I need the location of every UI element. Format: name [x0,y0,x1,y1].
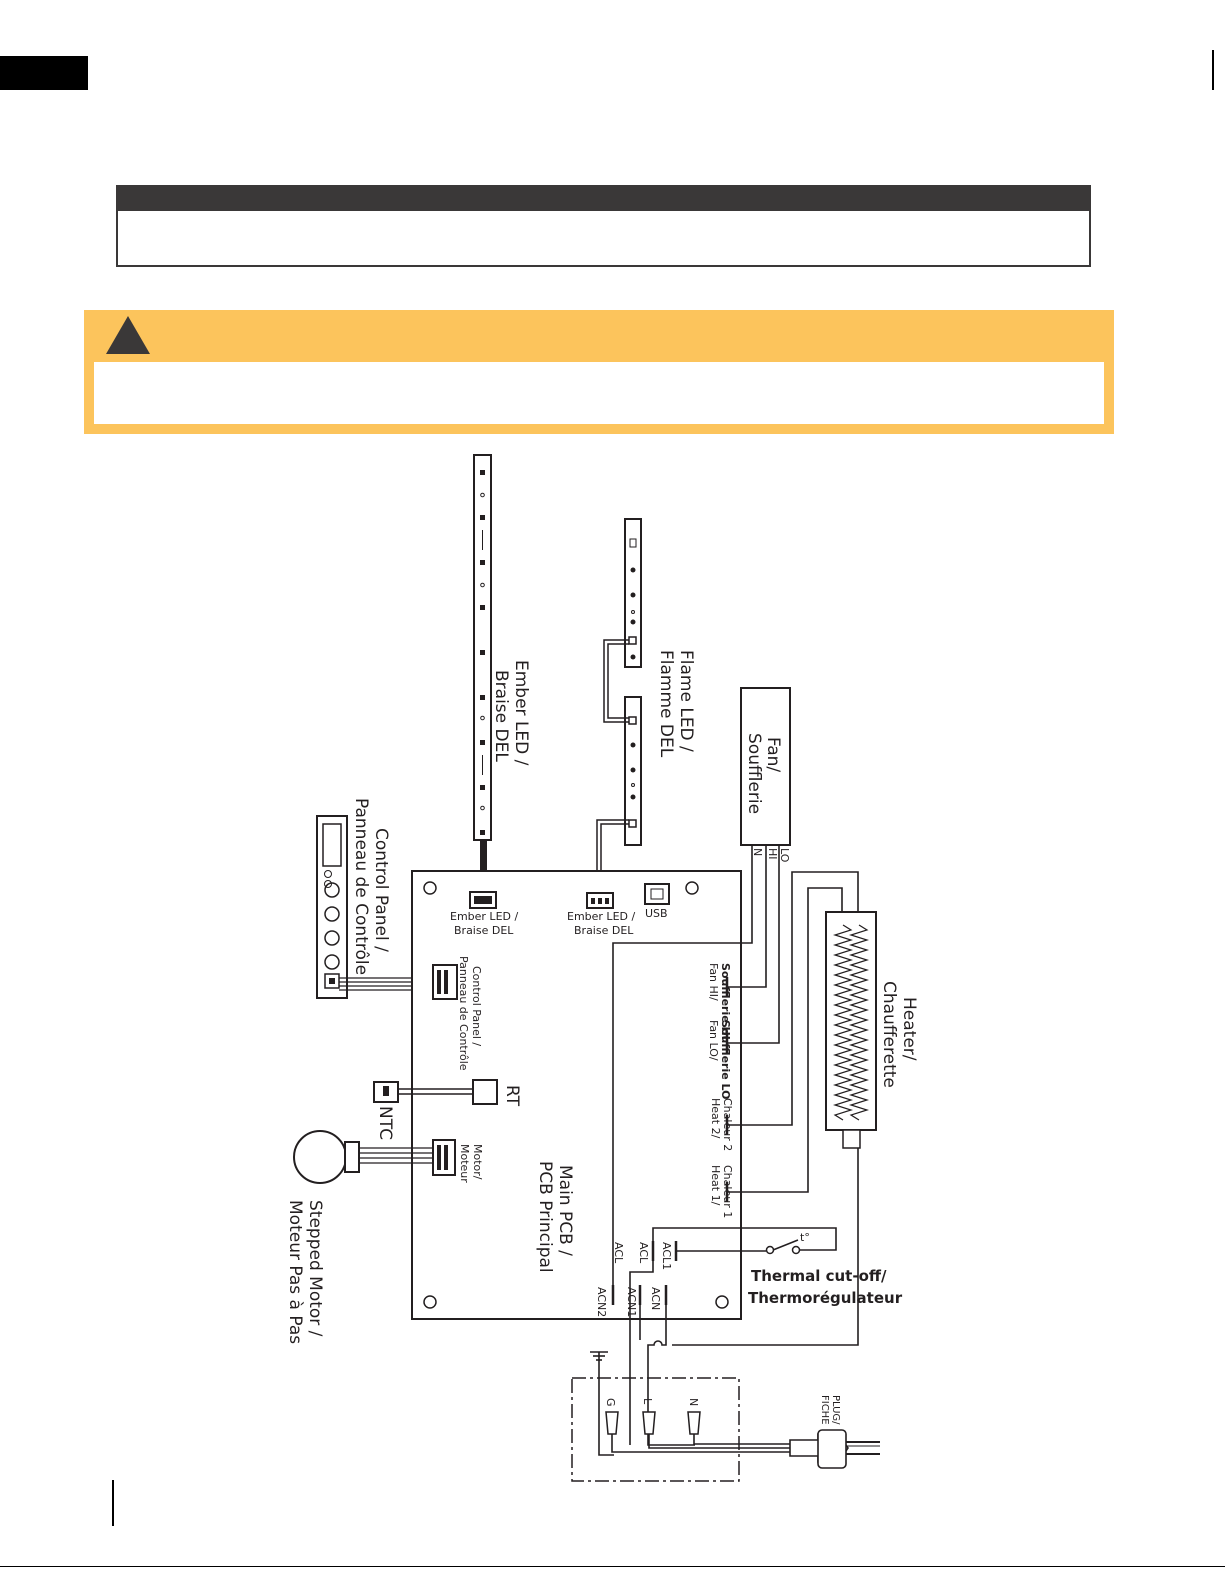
notice-box [116,185,1091,267]
acl1-label: ACL1 [660,1242,673,1270]
fan-n-label: N [751,848,764,856]
footer-margin-line [112,1480,114,1526]
usb-label: USB [645,907,668,920]
acl-label-b: ACL [612,1242,625,1264]
flame-led-label: Flame LED / Flamme DEL [656,650,696,758]
pcb-ember-label-b: Braise DEL [454,924,514,937]
pcb-flame-label-a: Ember LED / [567,910,635,923]
thermal-cutoff-switch [765,1239,801,1255]
warning-box [84,310,1114,434]
warning-body [94,362,1104,424]
pcb-flame-label-b: Braise DEL [574,924,634,937]
acn2-label: ACN2 [595,1287,608,1317]
ember-led-strip [473,454,492,892]
power-plug [789,1429,880,1469]
fan-label: Fan/ Soufflerie [744,733,783,814]
terminal-g-label: G [604,1398,617,1407]
pcb-ember-label-a: Ember LED / [450,910,518,923]
terminal-n-label: N [687,1398,700,1406]
t-degree-label: t° [800,1231,810,1244]
notice-header-bar [118,187,1089,211]
main-pcb-label: Main PCB / PCB Principal [535,1161,575,1273]
control-panel-label: Control Panel / Panneau de Contrôle [351,798,391,975]
acl-label-a: ACL [637,1242,650,1264]
footer-rule [0,1566,1225,1567]
ember-led-label: Ember LED / Braise DEL [491,660,531,771]
wire-nuts [605,1411,701,1435]
heater-element [825,911,877,1149]
main-pcb-board [411,870,742,1320]
fan-hi-label: HI [766,848,779,860]
fan-box [740,687,791,846]
rt-label: RT [502,1085,522,1107]
pcb-motor-label: Motor/ Moteur [458,1144,484,1183]
control-panel-unit [316,815,348,999]
ntc-label: NTC [375,1106,395,1140]
acn1-label: ACN1 [625,1287,638,1317]
stepped-motor-label: Stepped Motor / Moteur Pas à Pas [285,1200,325,1344]
fan-lo-terminal-label: Fan LO/ Soufflerie LO [707,1020,732,1100]
heater-label: Heater/ Chaufferette [879,981,919,1088]
flame-led-strips [596,518,642,898]
section-tab [0,56,88,90]
wiring [590,845,859,1456]
junction-box [571,1377,740,1482]
warning-triangle-icon [106,316,150,354]
page-edge-mark [1212,50,1214,90]
pcb-control-label: Control Panel / Panneau de Contrôle [457,956,483,1071]
plug-label: PLUG/ FICHE [819,1395,841,1428]
fan-hi-terminal-label: Fan HI/ Soufflerie HI [707,963,732,1040]
thermal-cutoff-label: Thermal cut-off/ Thermorégulateur [748,1267,903,1307]
fan-lo-label: LO [778,848,791,863]
acn-label: ACN [649,1287,662,1310]
stepped-motor-body [293,1130,347,1184]
terminal-l-label: L [641,1398,654,1405]
